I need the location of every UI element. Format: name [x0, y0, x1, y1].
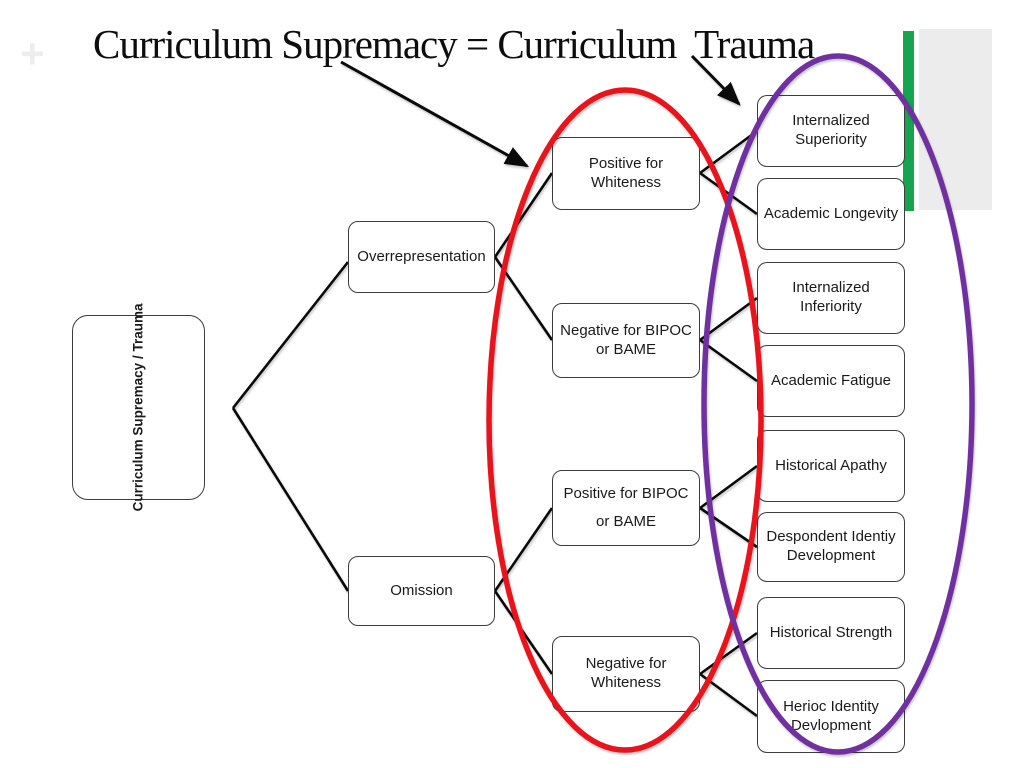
node-label: Negative for Whiteness: [585, 655, 667, 691]
node-label: Positive for Whiteness: [588, 154, 664, 191]
node-negative-for-whiteness: Negative for Whiteness: [552, 636, 700, 712]
node-label: Overrepresentation: [357, 247, 486, 265]
node-label: Negative for BIPOC or BAME: [560, 321, 692, 358]
plus-watermark: +: [20, 30, 45, 77]
connector-line: [699, 631, 758, 676]
node-positive-for-bipoc-or-bame: Positive for BIPOC or BAME: [552, 470, 700, 546]
node-label: Despondent Identiy Development: [766, 528, 896, 564]
node-label: Academic Longevity: [763, 204, 899, 222]
node-label: Internalized Inferiority: [792, 279, 870, 315]
title-arrow-left: [340, 60, 530, 168]
node-label: Historical Apathy: [775, 456, 887, 474]
node-label: Omission: [390, 581, 453, 599]
node-academic-fatigue: Academic Fatigue: [757, 345, 905, 417]
green-accent-bar: [903, 31, 914, 211]
node-label: Herioc Identity Devlopment: [783, 697, 879, 734]
node-omission: Omission: [348, 556, 495, 626]
node-historical-apathy: Historical Apathy: [757, 430, 905, 502]
node-positive-for-whiteness: Positive for Whiteness: [552, 137, 700, 210]
slide-title: Curriculum Supremacy = Curriculum Trauma: [93, 21, 815, 67]
node-label: Internalized Superiority: [792, 112, 870, 148]
title-arrow-right: [690, 54, 741, 106]
node-label: Positive for BIPOC or BAME: [563, 485, 689, 530]
node-academic-longevity: Academic Longevity: [757, 178, 905, 250]
connector-line: [231, 407, 350, 592]
node-overrepresentation: Overrepresentation: [348, 221, 495, 293]
connector-line: [699, 338, 758, 383]
red-ellipse: [486, 87, 764, 753]
node-curriculum-supremacy-trauma: Curriculum Supremacy / Trauma: [72, 304, 205, 511]
gray-panel: [919, 29, 992, 210]
purple-ellipse: [701, 53, 975, 755]
node-negative-for-bipoc-or-bame: Negative for BIPOC or BAME: [552, 303, 700, 378]
node-historical-strength: Historical Strength: [757, 597, 905, 669]
node-despondent-identity-development: Despondent Identiy Development: [757, 512, 905, 582]
node-internalized-superiority: Internalized Superiority: [757, 95, 905, 167]
connector-line: [493, 172, 554, 258]
node-internalized-inferiority: Internalized Inferiority: [757, 262, 905, 334]
node-label: Historical Strength: [769, 623, 893, 641]
node-label: Academic Fatigue: [770, 371, 892, 389]
connector-line: [231, 261, 350, 409]
